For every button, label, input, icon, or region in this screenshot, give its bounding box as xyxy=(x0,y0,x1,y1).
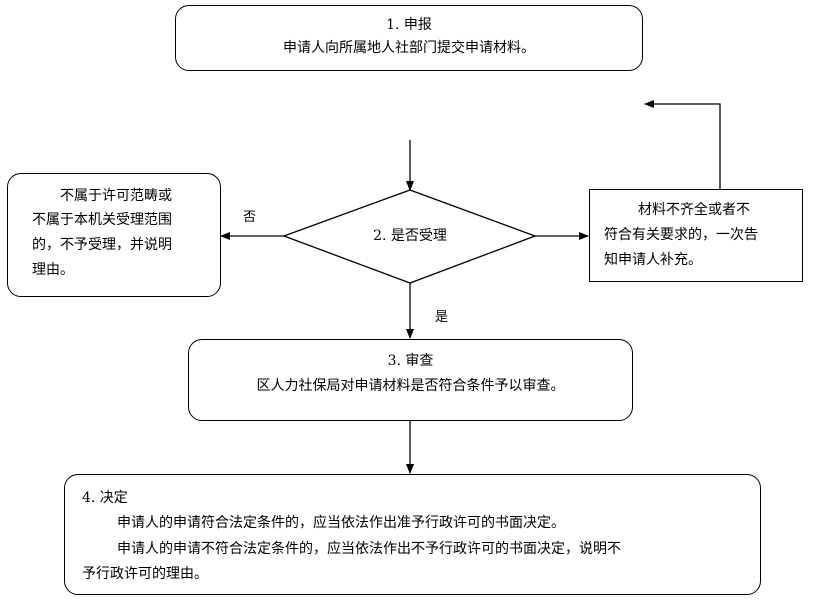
reject-line-4: 理由。 xyxy=(32,262,74,278)
yes-label: 是 xyxy=(435,310,449,325)
step4-line-3: 予行政许可的理由。 xyxy=(82,566,208,582)
step4-line-1: 申请人的申请符合法定条件的，应当依法作出准予行政许可的书面决定。 xyxy=(117,515,565,531)
arrow-return xyxy=(644,100,721,189)
supplement-line-3: 知申请人补充。 xyxy=(604,252,702,268)
step3-body: 区人力社保局对申请材料是否符合条件予以审查。 xyxy=(256,378,565,394)
step1-title: 1. 申报 xyxy=(386,17,432,33)
reject-box xyxy=(7,173,221,297)
step3-box xyxy=(188,339,633,421)
step4-box xyxy=(64,474,761,595)
reject-line-3: 的，不予受理，并说明 xyxy=(32,237,172,253)
no-label: 否 xyxy=(243,210,257,225)
step4-line-2: 申请人的申请不符合法定条件的，应当依法作出不予行政许可的书面决定，说明不 xyxy=(117,541,621,557)
step1-body: 申请人向所属地人社部门提交申请材料。 xyxy=(283,40,535,56)
supplement-line-2: 符合有关要求的，一次告 xyxy=(604,227,758,243)
step4-title: 4. 决定 xyxy=(82,490,128,506)
step1-box xyxy=(175,5,643,71)
step3-title: 3. 审查 xyxy=(387,353,434,369)
reject-line-1: 不属于许可范畴或 xyxy=(60,188,172,204)
supplement-box xyxy=(589,189,803,282)
decision-label: 2. 是否受理 xyxy=(373,228,447,244)
supplement-line-1: 材料不齐全或者不 xyxy=(638,202,750,218)
reject-line-2: 不属于本机关受理范围 xyxy=(32,212,172,228)
